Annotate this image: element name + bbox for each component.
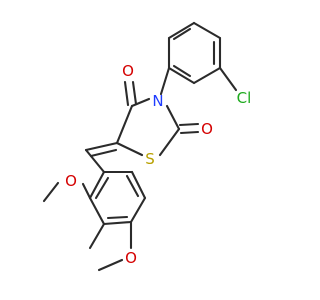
bond-carbonyl-right	[178, 122, 200, 127]
methoxyphenyl-ring	[88, 170, 147, 226]
bond-o-methyl-upper	[42, 181, 60, 203]
atom-o-carbonyl-right: O	[201, 120, 213, 138]
bond-exocyclic-alkene	[84, 141, 119, 152]
atom-cl: Cl	[237, 89, 252, 107]
chlorophenyl-ring	[167, 21, 222, 85]
structure-svg: O N Cl O S O O	[42, 21, 252, 272]
bond-o-methyl-lower	[97, 258, 124, 272]
atom-n-imide: N	[152, 92, 163, 110]
bond-carbonyl-top	[123, 80, 130, 107]
bond-aryl-o-upper	[81, 182, 92, 200]
bond-ring-cl	[218, 66, 238, 92]
bond-vinyl-aryl	[84, 148, 106, 174]
molecule-diagram: O N Cl O S O O	[42, 21, 252, 272]
thiazolidinedione-ring	[115, 97, 181, 157]
atom-o-carbonyl-top: O	[122, 62, 134, 80]
bond-n-aryl	[159, 66, 171, 96]
atom-o-methoxy-upper: O	[65, 172, 77, 190]
atom-s-ring: S	[145, 150, 155, 168]
atom-o-methoxy-lower: O	[125, 249, 137, 267]
bond-methyl	[88, 222, 106, 250]
